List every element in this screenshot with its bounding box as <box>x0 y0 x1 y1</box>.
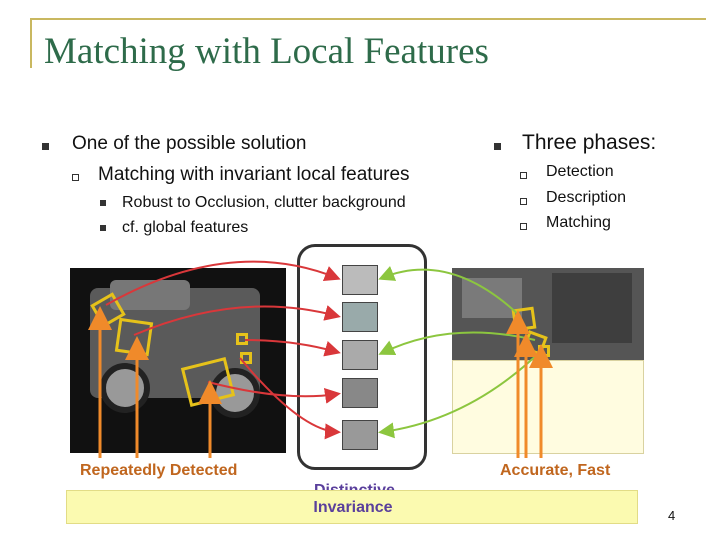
phase-description: Description <box>546 189 627 206</box>
bullet-robust: Robust to Occlusion, clutter background <box>122 194 406 211</box>
bullet-icon <box>494 143 501 150</box>
descriptor-patch <box>342 265 378 295</box>
bullet-solution: One of the possible solution <box>72 133 307 154</box>
bullet-icon <box>100 200 106 206</box>
phase-detection: Detection <box>546 163 614 180</box>
phase-matching: Matching <box>546 214 611 231</box>
sub-bullet-icon <box>520 172 527 179</box>
truck-wheel-left <box>100 363 150 413</box>
descriptor-patch <box>342 378 378 408</box>
descriptor-patch <box>342 340 378 370</box>
sub-bullet-icon <box>72 174 79 181</box>
sub-bullet-icon <box>520 223 527 230</box>
bullet-icon <box>42 143 49 150</box>
bullet-three-phases: Three phases: <box>522 131 657 154</box>
descriptor-patch <box>342 302 378 332</box>
slide-title: Matching with Local Features <box>44 31 489 72</box>
bullet-invariant-features: Matching with invariant local features <box>98 164 410 185</box>
bullet-icon <box>100 225 106 231</box>
footer-invariance: Invariance <box>313 499 393 516</box>
feature-box <box>240 352 252 364</box>
title-frame-left <box>30 18 32 68</box>
footer-bar: Invariance <box>66 490 638 524</box>
scene-shape <box>552 273 632 343</box>
descriptor-patch <box>342 420 378 450</box>
page-number: 4 <box>668 508 676 523</box>
bullet-global-features: cf. global features <box>122 219 249 236</box>
scene-caption-area <box>452 360 644 454</box>
feature-box <box>236 333 248 345</box>
descriptor-column <box>297 244 427 470</box>
caption-accurate-fast: Accurate, Fast <box>500 462 611 479</box>
caption-repeatedly-detected: Repeatedly Detected <box>80 462 238 479</box>
title-frame-top <box>30 18 706 20</box>
sub-bullet-icon <box>520 198 527 205</box>
